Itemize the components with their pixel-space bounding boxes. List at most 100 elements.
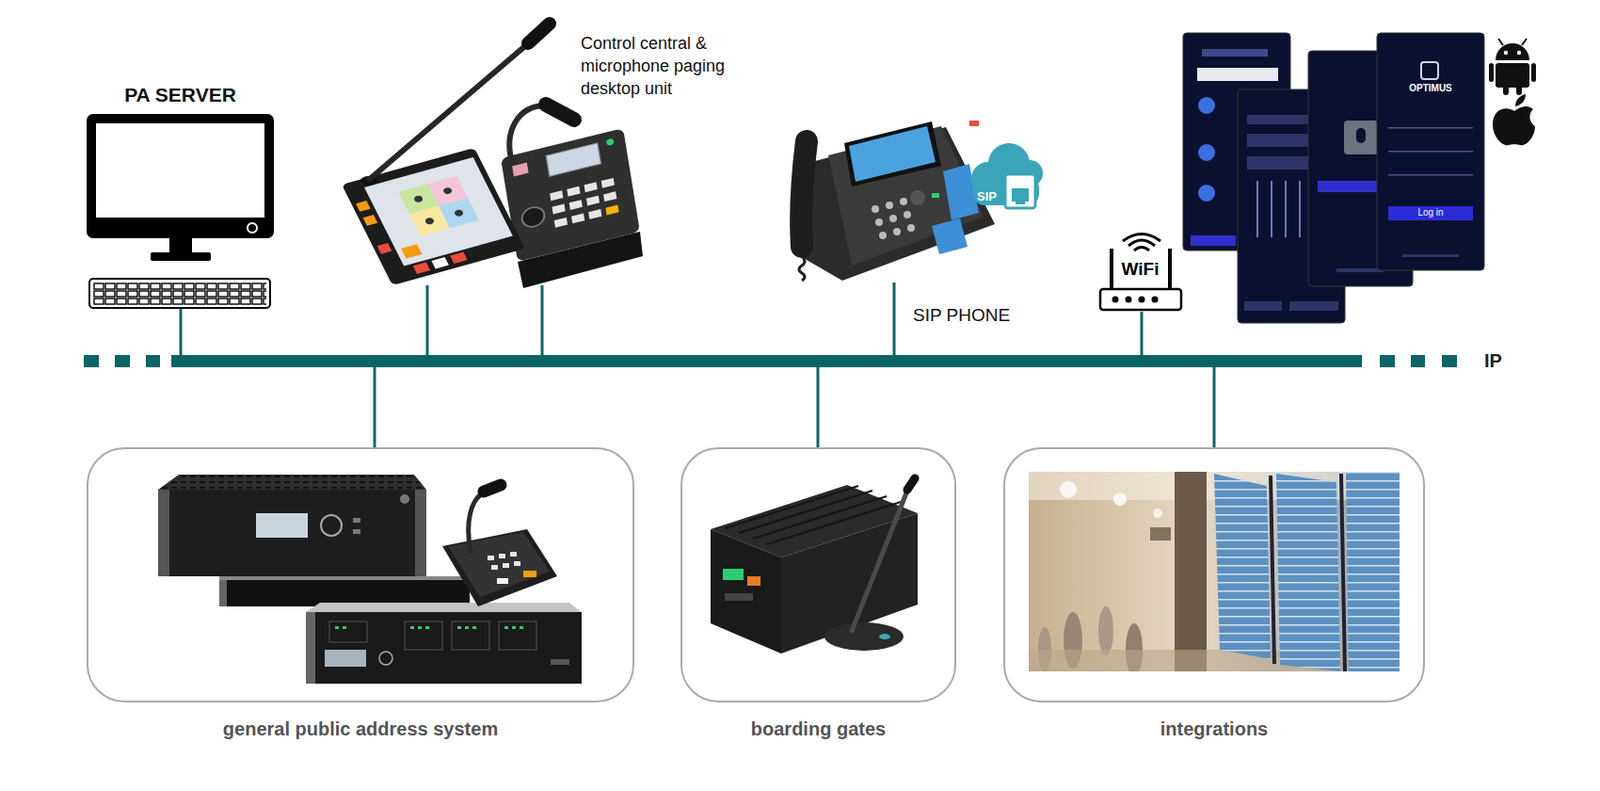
server-monitor — [150, 252, 211, 261]
desk-paging-unit — [584, 181, 598, 192]
desk-paging-unit — [606, 138, 615, 147]
rack-equipment — [305, 602, 582, 612]
node-label: boarding gates — [680, 717, 957, 740]
desk-microphone — [483, 484, 501, 492]
sip-badge-text: SIP — [976, 189, 997, 205]
control-tablet — [341, 147, 526, 286]
sip-phone-drawing — [899, 197, 908, 206]
server-monitor — [93, 282, 267, 305]
boarding-gate-unit — [724, 592, 753, 601]
rack-equipment — [352, 517, 361, 523]
wifi-router-drawing — [1134, 247, 1150, 252]
desk-microphone — [523, 570, 537, 577]
network-link — [541, 285, 544, 355]
rack-equipment — [158, 474, 582, 684]
sip-phone-drawing — [879, 231, 887, 240]
control-tablet — [377, 242, 393, 255]
node-label: general public address system — [86, 717, 635, 740]
boarding-gate-unit — [738, 490, 873, 533]
rack-equipment — [305, 611, 582, 684]
boarding-gates-box: boarding gates — [680, 447, 957, 703]
network-link — [426, 285, 430, 355]
boarding-gate-unit — [722, 568, 744, 580]
boarding-gate-unit — [781, 512, 918, 654]
android-icon — [1495, 63, 1530, 88]
app-screens — [1256, 180, 1259, 238]
app-screens — [1289, 301, 1339, 311]
desk-paging-unit — [566, 186, 580, 197]
airport-photo — [1345, 471, 1400, 672]
android-icon — [1531, 63, 1536, 82]
app-screens — [1198, 96, 1216, 114]
desk-paging-unit — [571, 212, 585, 224]
desk-microphone — [502, 562, 510, 568]
network-link — [373, 367, 377, 448]
boarding-gate-unit — [907, 478, 915, 490]
control-central: Control central & microphone paging desk… — [341, 20, 756, 286]
app-screens — [1183, 32, 1485, 323]
control-tablet — [449, 252, 467, 264]
rack-equipment — [329, 621, 368, 642]
boarding-gate-unit — [710, 478, 918, 654]
boarding-gate-unit — [824, 622, 904, 651]
app-screens — [1388, 174, 1473, 176]
rack-equipment — [464, 625, 469, 629]
bus-dashes — [83, 354, 1457, 368]
app-screens — [1344, 120, 1378, 155]
wifi-router-drawing — [1152, 296, 1159, 304]
airport-photo — [1098, 606, 1114, 656]
node-label: WiFi — [1095, 257, 1185, 280]
rack-equipment — [158, 489, 427, 576]
sip-phone-drawing — [871, 205, 880, 213]
app-screens — [1190, 235, 1236, 246]
rack-equipment — [498, 621, 537, 650]
wifi-router-drawing — [1122, 234, 1161, 242]
desk-paging-unit — [551, 204, 565, 215]
wifi-router-drawing — [1125, 296, 1133, 304]
wifi-router: WiFi — [1095, 235, 1185, 312]
bus-dashes — [83, 354, 99, 368]
rack-equipment — [352, 528, 361, 534]
apple-icon — [1492, 106, 1536, 145]
pa-system-box: general public address system — [86, 447, 635, 703]
integrations-box: integrations — [1003, 447, 1425, 703]
wifi-router-drawing — [1128, 240, 1155, 246]
app-screens — [1298, 180, 1301, 238]
sip-cloud-icon — [971, 143, 1043, 208]
airport-photo — [1028, 471, 1400, 500]
control-tablet — [453, 208, 465, 218]
desk-paging-unit — [512, 162, 528, 177]
sip-phone-drawing — [828, 126, 984, 266]
rack-equipment — [158, 474, 427, 490]
rack-equipment — [404, 621, 443, 650]
app-screens — [1270, 180, 1273, 238]
airport-photo — [1270, 475, 1275, 664]
desk-paging-unit — [500, 104, 643, 288]
android-icon — [1503, 85, 1509, 96]
app-screens — [1336, 268, 1384, 272]
rack-equipment — [457, 625, 462, 629]
app-screens — [1356, 128, 1366, 144]
control-tablet — [341, 23, 550, 286]
app-screens — [1244, 301, 1282, 311]
sip-phone-drawing — [875, 218, 883, 226]
wifi-router-drawing — [1109, 248, 1114, 290]
bus-dashes — [114, 354, 130, 368]
wifi-router-drawing — [1112, 296, 1120, 304]
rack-equipment — [324, 649, 367, 667]
desk-paging-unit — [605, 204, 619, 215]
sip-phone-drawing — [800, 141, 807, 247]
desk-paging-unit — [554, 217, 568, 228]
bus-dashes — [1410, 354, 1425, 368]
control-tablet — [341, 147, 526, 286]
app-logo-text: OPTIMUS — [1376, 82, 1485, 95]
node-label: Control central & microphone paging desk… — [580, 32, 751, 100]
app-screens — [1197, 67, 1279, 81]
desk-microphone — [510, 551, 517, 557]
bus-dashes — [145, 354, 160, 368]
network-link — [1140, 311, 1144, 355]
sip-phone-drawing — [848, 126, 936, 182]
app-screens — [1421, 62, 1439, 80]
bus-dashes — [1441, 354, 1457, 368]
